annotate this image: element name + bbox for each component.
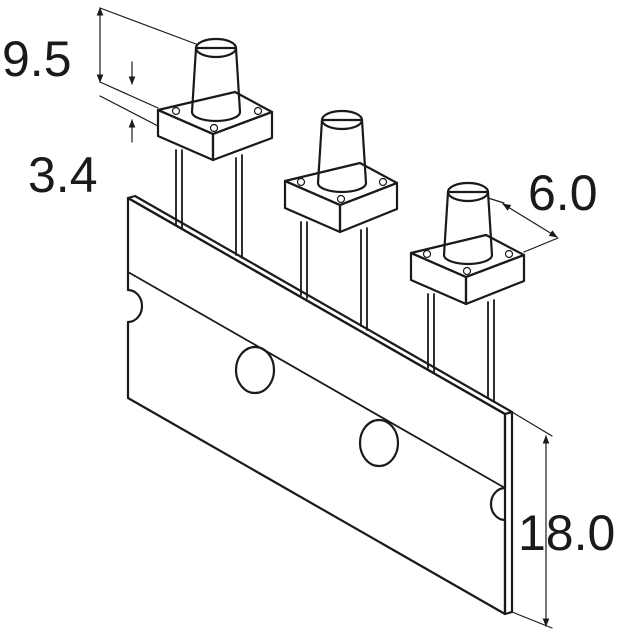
switch-lead <box>300 221 308 299</box>
switch-body-front <box>283 179 342 234</box>
switch-plunger <box>442 190 494 266</box>
tact-switch <box>156 37 274 259</box>
switch-body-side <box>338 181 399 234</box>
tape-front-face <box>126 196 507 616</box>
sprocket-hole <box>234 345 276 395</box>
switch-lead <box>235 154 243 259</box>
switch-pin-hole <box>462 266 472 276</box>
switch-pin-hole <box>378 177 388 187</box>
dimension-label-tape-width: 18.0 <box>518 505 615 561</box>
switch-lead <box>427 293 435 373</box>
switch-lead <box>175 149 183 229</box>
dimension-lines <box>96 7 559 629</box>
carrier-tape <box>126 194 514 616</box>
switch-plunger <box>316 118 368 194</box>
dimension-label-body-width: 6.0 <box>528 165 598 221</box>
switch-body-side <box>211 110 274 162</box>
switch-pin-hole <box>171 106 181 116</box>
dimension-label-total-height: 9.5 <box>2 31 72 87</box>
switch-pin-hole <box>504 249 514 259</box>
extension-line <box>99 95 159 127</box>
extension-line <box>99 81 159 109</box>
switch-plunger-top <box>320 109 364 131</box>
tact-switch <box>409 181 526 403</box>
switch-plunger <box>190 46 242 123</box>
switch-pin-hole <box>296 177 306 187</box>
switch-pin-hole <box>422 249 432 259</box>
switch-lead <box>487 299 495 403</box>
sprocket-hole <box>358 418 400 468</box>
switch-pin-hole <box>209 123 219 133</box>
tact-switch <box>283 109 399 331</box>
switch-body-top <box>409 233 526 279</box>
switch-lead <box>360 227 368 331</box>
extension-line <box>487 197 505 204</box>
switch-body-side <box>464 253 526 306</box>
switch-plunger-top <box>446 181 490 203</box>
switch-pin-hole <box>336 194 346 204</box>
extension-line <box>99 7 197 45</box>
switch-body-front <box>156 108 215 162</box>
extension-line <box>523 237 559 253</box>
extension-line <box>511 411 553 437</box>
switch-body-front <box>409 251 468 306</box>
dimension-line-body-width <box>502 203 558 238</box>
tape-fold-line <box>127 271 506 489</box>
dimension-label-body-height: 3.4 <box>28 147 98 203</box>
switch-pin-hole <box>253 106 263 116</box>
switch-plunger-top <box>194 37 238 59</box>
